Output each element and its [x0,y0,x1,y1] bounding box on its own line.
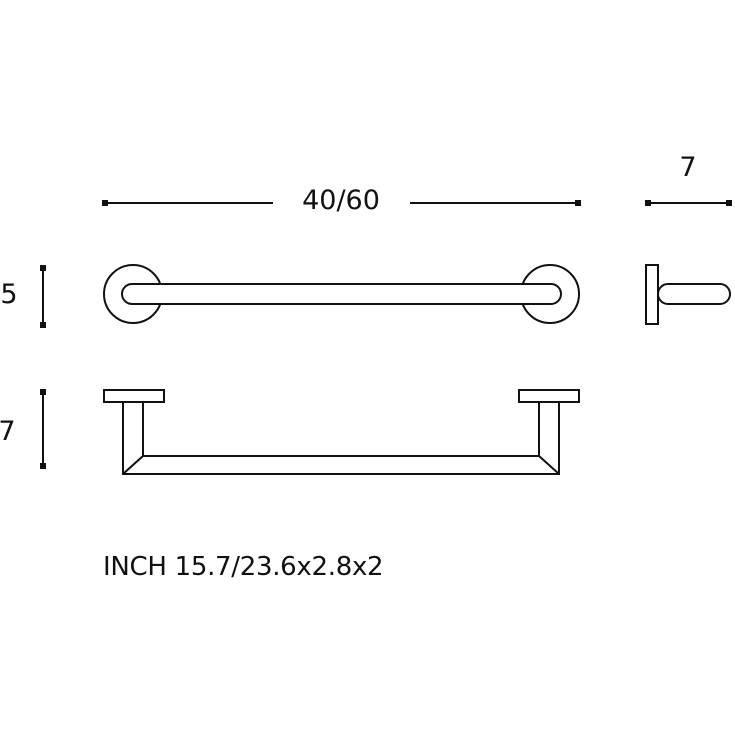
rosette-height-label: 5 [0,279,17,310]
right-flange [518,389,580,403]
left-flange [103,389,165,403]
rosette-height-tick-bottom [40,322,46,328]
depth-dim-tick-left [645,200,651,206]
length-label: 40/60 [302,185,380,216]
depth-label: 7 [679,152,696,183]
left-corner-mitre [122,455,144,475]
front-view [103,264,580,324]
right-corner-mitre [538,455,560,475]
depth-dimension: 7 [645,152,732,206]
length-dim-tick-left [102,200,108,206]
side-view [645,264,731,325]
length-dimension: 40/60 [102,185,581,216]
depth-dim-tick-right [726,200,732,206]
top-bar-outline [122,402,560,475]
inch-dimensions-caption: INCH 15.7/23.6x2.8x2 [103,552,384,582]
top-view [103,389,580,475]
length-dim-tick-right [575,200,581,206]
rosette-height-dimension: 5 [0,265,46,328]
projection-tick-bottom [40,463,46,469]
side-arm [657,283,731,305]
projection-tick-top [40,389,46,395]
projection-dimension: 7 [0,389,46,469]
projection-label: 7 [0,416,16,447]
rosette-height-tick-top [40,265,46,271]
towel-bar [121,283,562,305]
side-wall-plate [645,264,659,325]
